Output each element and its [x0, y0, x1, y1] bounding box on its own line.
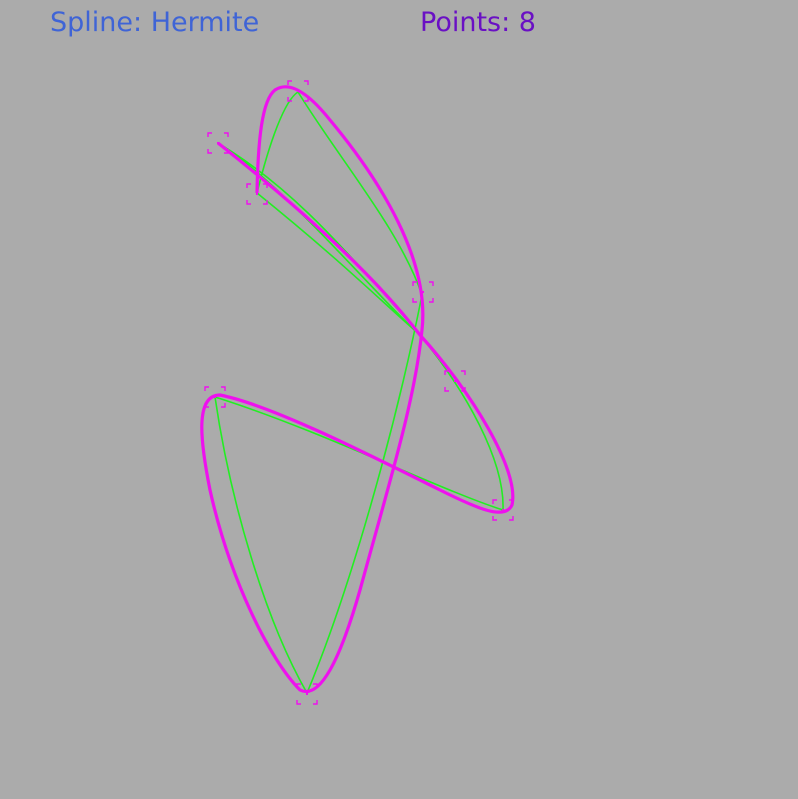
control-point-marker[interactable] — [296, 683, 318, 705]
control-point-marker[interactable] — [204, 386, 226, 408]
spline-type-label: Spline: Hermite — [50, 6, 259, 40]
reference-spline-curve — [214, 91, 504, 694]
points-count-label: Points: 8 — [420, 6, 536, 40]
spline-type-value: Hermite — [150, 7, 260, 38]
control-point-marker[interactable] — [444, 370, 466, 392]
control-point-marker[interactable] — [246, 183, 268, 205]
control-points-layer — [204, 80, 514, 705]
control-point-marker[interactable] — [492, 499, 514, 521]
spline-prefix: Spline: — [50, 7, 143, 38]
control-point-marker[interactable] — [207, 132, 229, 154]
control-point-marker[interactable] — [287, 80, 309, 102]
control-point-marker[interactable] — [412, 281, 434, 303]
points-count-value: 8 — [518, 7, 536, 38]
primary-spline-curve — [200, 85, 515, 694]
points-prefix: Points: — [420, 7, 511, 38]
